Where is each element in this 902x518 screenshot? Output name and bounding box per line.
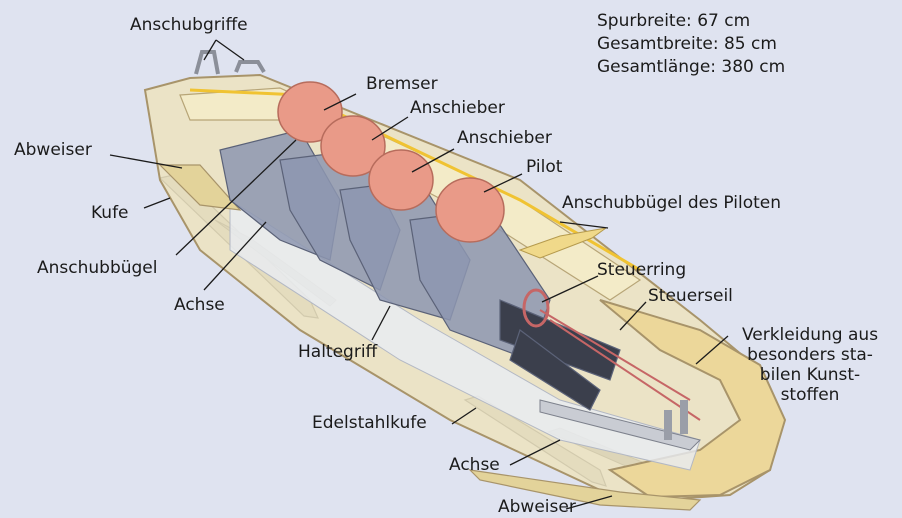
label-verkleidung-line-3: bilen Kunst- bbox=[730, 365, 890, 385]
label-bremser: Bremser bbox=[366, 74, 438, 94]
label-anschieber-2: Anschieber bbox=[457, 128, 552, 148]
spec-total-width: Gesamtbreite: 85 cm bbox=[597, 33, 785, 56]
label-verkleidung-line-1: Verkleidung aus bbox=[730, 325, 890, 345]
label-abweiser-bottom: Abweiser bbox=[498, 497, 576, 517]
label-edelstahlkufe: Edelstahlkufe bbox=[312, 413, 427, 433]
label-anschubgriffe: Anschubgriffe bbox=[130, 15, 248, 35]
label-pilot: Pilot bbox=[526, 157, 562, 177]
label-haltegriff: Haltegriff bbox=[298, 342, 377, 362]
specs-block: Spurbreite: 67 cm Gesamtbreite: 85 cm Ge… bbox=[597, 10, 785, 79]
label-kufe: Kufe bbox=[91, 203, 129, 223]
label-achse-left: Achse bbox=[174, 295, 225, 315]
label-verkleidung: Verkleidung aus besonders sta- bilen Kun… bbox=[730, 325, 890, 405]
label-steuerring: Steuerring bbox=[597, 260, 686, 280]
label-anschubbuegel-pilot: Anschubbügel des Piloten bbox=[562, 193, 781, 213]
spec-total-length: Gesamtlänge: 380 cm bbox=[597, 56, 785, 79]
spec-track-width: Spurbreite: 67 cm bbox=[597, 10, 785, 33]
label-verkleidung-line-2: besonders sta- bbox=[730, 345, 890, 365]
label-anschieber-1: Anschieber bbox=[410, 98, 505, 118]
label-achse-bottom: Achse bbox=[449, 455, 500, 475]
label-abweiser-top: Abweiser bbox=[14, 140, 92, 160]
label-steuerseil: Steuerseil bbox=[648, 286, 733, 306]
label-anschubbuegel: Anschubbügel bbox=[37, 258, 158, 278]
label-verkleidung-line-4: stoffen bbox=[730, 385, 890, 405]
